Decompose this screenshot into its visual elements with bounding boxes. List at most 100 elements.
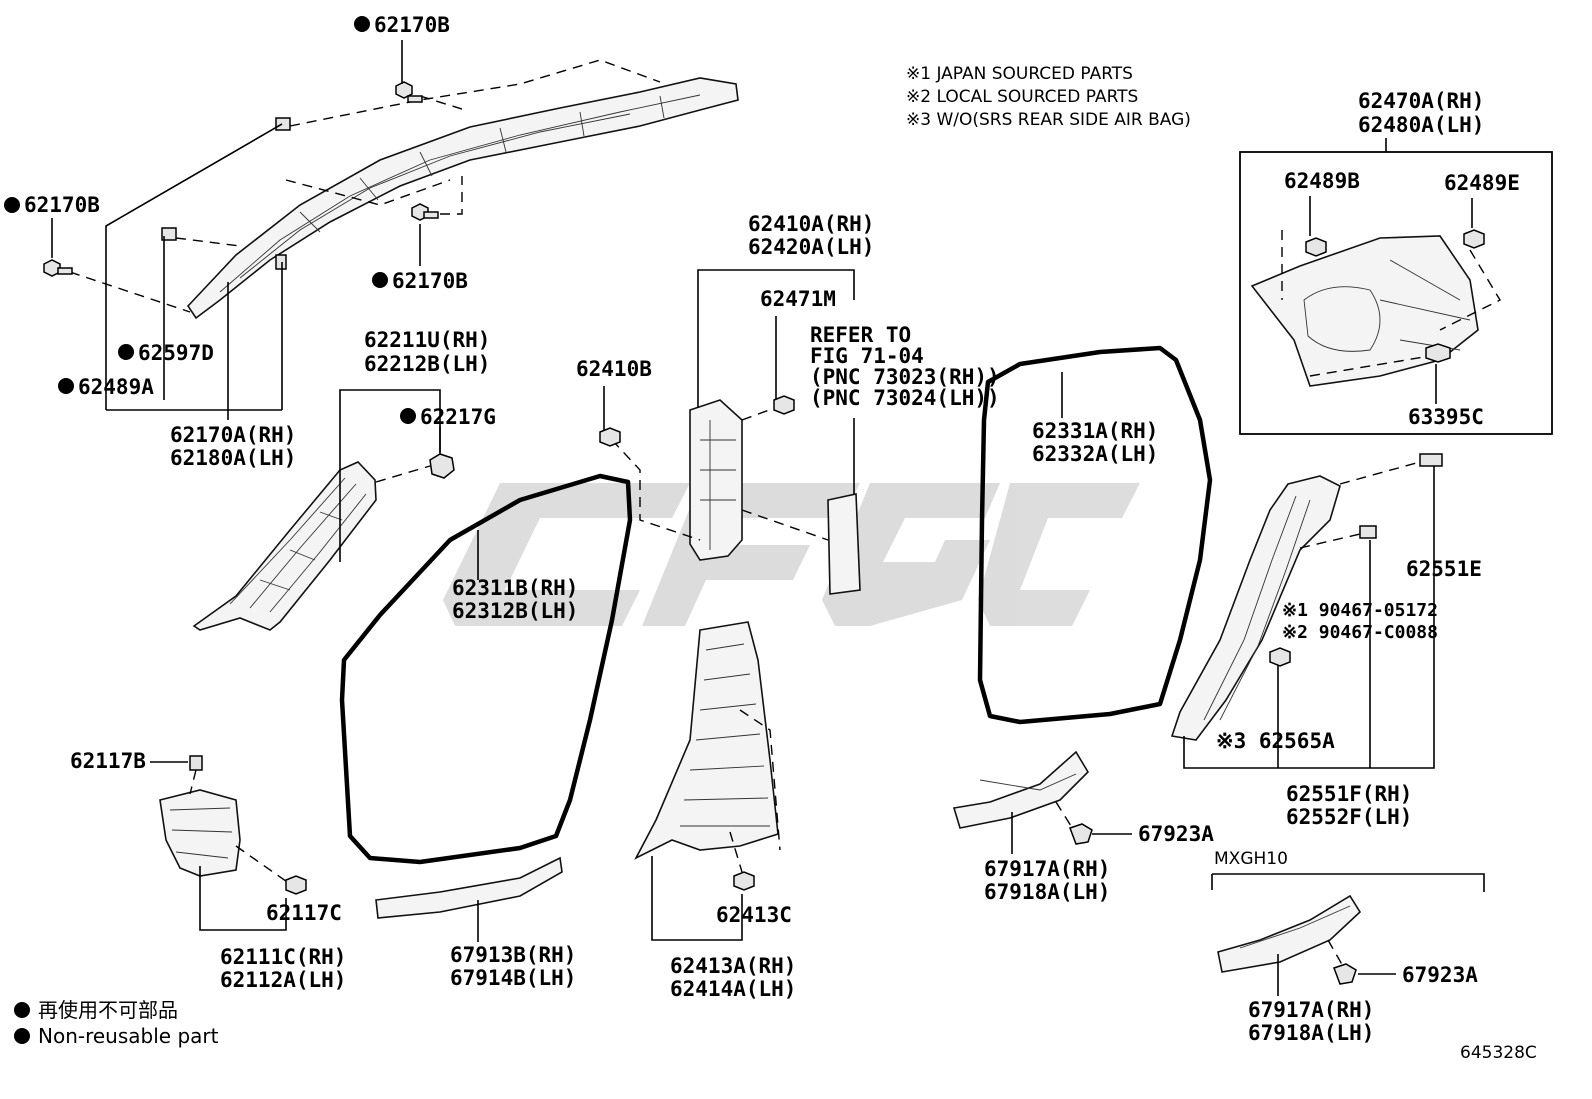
cowl-side-trim (150, 755, 291, 931)
clip-icon (275, 254, 287, 270)
diagram-id: 645328C (1460, 1043, 1537, 1063)
quarter-trim-box (1239, 151, 1553, 435)
label-62471M: 62471M (760, 287, 836, 311)
label-62413C: 62413C (716, 903, 792, 927)
center-pillar-upper-garnish (603, 269, 855, 561)
label-90467-05172: ※1 90467-05172 (1282, 600, 1438, 621)
clip-icon (1269, 647, 1291, 667)
rear-scuff-plate (952, 750, 1132, 854)
clip-icon (1305, 237, 1327, 257)
label-62489A: 62489A (78, 375, 154, 399)
non-reusable-marker-icon (354, 16, 370, 32)
label-62312B-lh: 62312B(LH) (452, 599, 578, 623)
seat-belt-anchor (827, 418, 861, 595)
label-62565A: ※3 62565A (1216, 729, 1335, 753)
roof-side-garnish (161, 77, 739, 320)
label-62217G: 62217G (420, 405, 496, 429)
clip-icon (1359, 525, 1377, 539)
front-scuff-plate (375, 856, 563, 942)
label-67917A-rh: 67917A(RH) (1248, 998, 1374, 1022)
label-62117C: 62117C (266, 901, 342, 925)
label-62112A-lh: 62112A(LH) (220, 968, 346, 992)
bolt-icon (395, 81, 423, 103)
note-without-srs: ※3 W/O(SRS REAR SIDE AIR BAG) (906, 110, 1191, 130)
label-67918A-lh: 67918A(LH) (1248, 1021, 1374, 1045)
label-62170B: 62170B (24, 193, 100, 217)
label-67923A: 67923A (1402, 963, 1478, 987)
label-62551F-rh: 62551F(RH) (1286, 782, 1412, 806)
label-67914B-lh: 67914B(LH) (450, 966, 576, 990)
label-62420A-lh: 62420A(LH) (748, 235, 874, 259)
clip-icon (599, 427, 621, 447)
label-62489B: 62489B (1284, 169, 1360, 193)
label-62111C-rh: 62111C(RH) (220, 945, 346, 969)
label-62311B-rh: 62311B(RH) (452, 576, 578, 600)
bolt-icon (43, 259, 73, 277)
label-62597D: 62597D (138, 341, 214, 365)
roof-rail-dashed-lines (69, 59, 661, 313)
label-62170B: 62170B (392, 269, 468, 293)
clip-icon (1069, 823, 1093, 845)
label-67918A-lh: 67918A(LH) (984, 880, 1110, 904)
label-90467-C0088: ※2 90467-C0088 (1282, 622, 1438, 643)
clip-icon (161, 227, 177, 241)
label-62331A-rh: 62331A(RH) (1032, 419, 1158, 443)
label-mxgh10: MXGH10 (1214, 849, 1288, 869)
label-62551E: 62551E (1406, 557, 1482, 581)
refer-line-1: REFER TO (810, 323, 911, 347)
rear-door-weatherstrip (977, 345, 1213, 725)
clip-icon (1419, 453, 1443, 467)
clip-icon (189, 755, 203, 771)
dashed-line (375, 465, 431, 483)
label-62212B-lh: 62212B(LH) (364, 352, 490, 376)
legend-jp: 再使用不可部品 (38, 998, 178, 1022)
label-62414A-lh: 62414A(LH) (670, 977, 796, 1001)
label-63395C: 63395C (1408, 405, 1484, 429)
clip-icon (275, 117, 291, 131)
label-62170B: 62170B (374, 13, 450, 37)
clip-icon (429, 453, 455, 479)
label-62332A-lh: 62332A(LH) (1032, 442, 1158, 466)
label-62211U-rh: 62211U(RH) (364, 328, 490, 352)
mxgh10-variant (1211, 873, 1485, 996)
label-62489E: 62489E (1444, 171, 1520, 195)
bolt-icon (411, 203, 439, 221)
label-67923A: 67923A (1138, 822, 1214, 846)
label-62480A-lh: 62480A(LH) (1358, 113, 1484, 137)
front-pillar-garnish (192, 461, 377, 631)
part-labels: 62170B 62170B 62170B 62597D 62489A 62170… (4, 13, 1520, 1045)
non-reusable-marker-icon (118, 344, 134, 360)
legend: 再使用不可部品 Non-reusable part (14, 998, 219, 1048)
note-japan-sourced: ※1 JAPAN SOURCED PARTS (906, 64, 1133, 84)
refer-line-2: FIG 71-04 (810, 344, 924, 368)
quarter-trim-panel (1250, 196, 1501, 404)
refer-line-3: (PNC 73023(RH)) (810, 365, 1000, 389)
label-62117B: 62117B (70, 749, 146, 773)
label-62552F-lh: 62552F(LH) (1286, 805, 1412, 829)
label-62410A-rh: 62410A(RH) (748, 212, 874, 236)
label-62470A-rh: 62470A(RH) (1358, 89, 1484, 113)
non-reusable-marker-icon (4, 197, 20, 213)
label-62413A-rh: 62413A(RH) (670, 954, 796, 978)
non-reusable-marker-icon (372, 272, 388, 288)
clip-icon (1333, 963, 1357, 985)
clip-icon (285, 875, 307, 895)
pillar-leader (339, 389, 441, 562)
watermark-logo (443, 483, 1140, 626)
clip-icon (773, 395, 795, 415)
legend-en: Non-reusable part (38, 1024, 219, 1048)
label-62410B: 62410B (576, 357, 652, 381)
front-door-weatherstrip (339, 473, 633, 865)
rear-pillar-garnish (1170, 453, 1443, 769)
clip-icon (733, 871, 755, 891)
label-62170A-rh: 62170A(RH) (170, 423, 296, 447)
non-reusable-marker-icon (14, 1002, 30, 1018)
non-reusable-marker-icon (14, 1028, 30, 1044)
source-notes: ※1 JAPAN SOURCED PARTS ※2 LOCAL SOURCED … (906, 64, 1191, 130)
note-local-sourced: ※2 LOCAL SOURCED PARTS (906, 87, 1138, 107)
label-62180A-lh: 62180A(LH) (170, 446, 296, 470)
label-67913B-rh: 67913B(RH) (450, 943, 576, 967)
refer-line-4: (PNC 73024(LH)) (810, 386, 1000, 410)
center-pillar-lower-garnish (634, 621, 781, 941)
